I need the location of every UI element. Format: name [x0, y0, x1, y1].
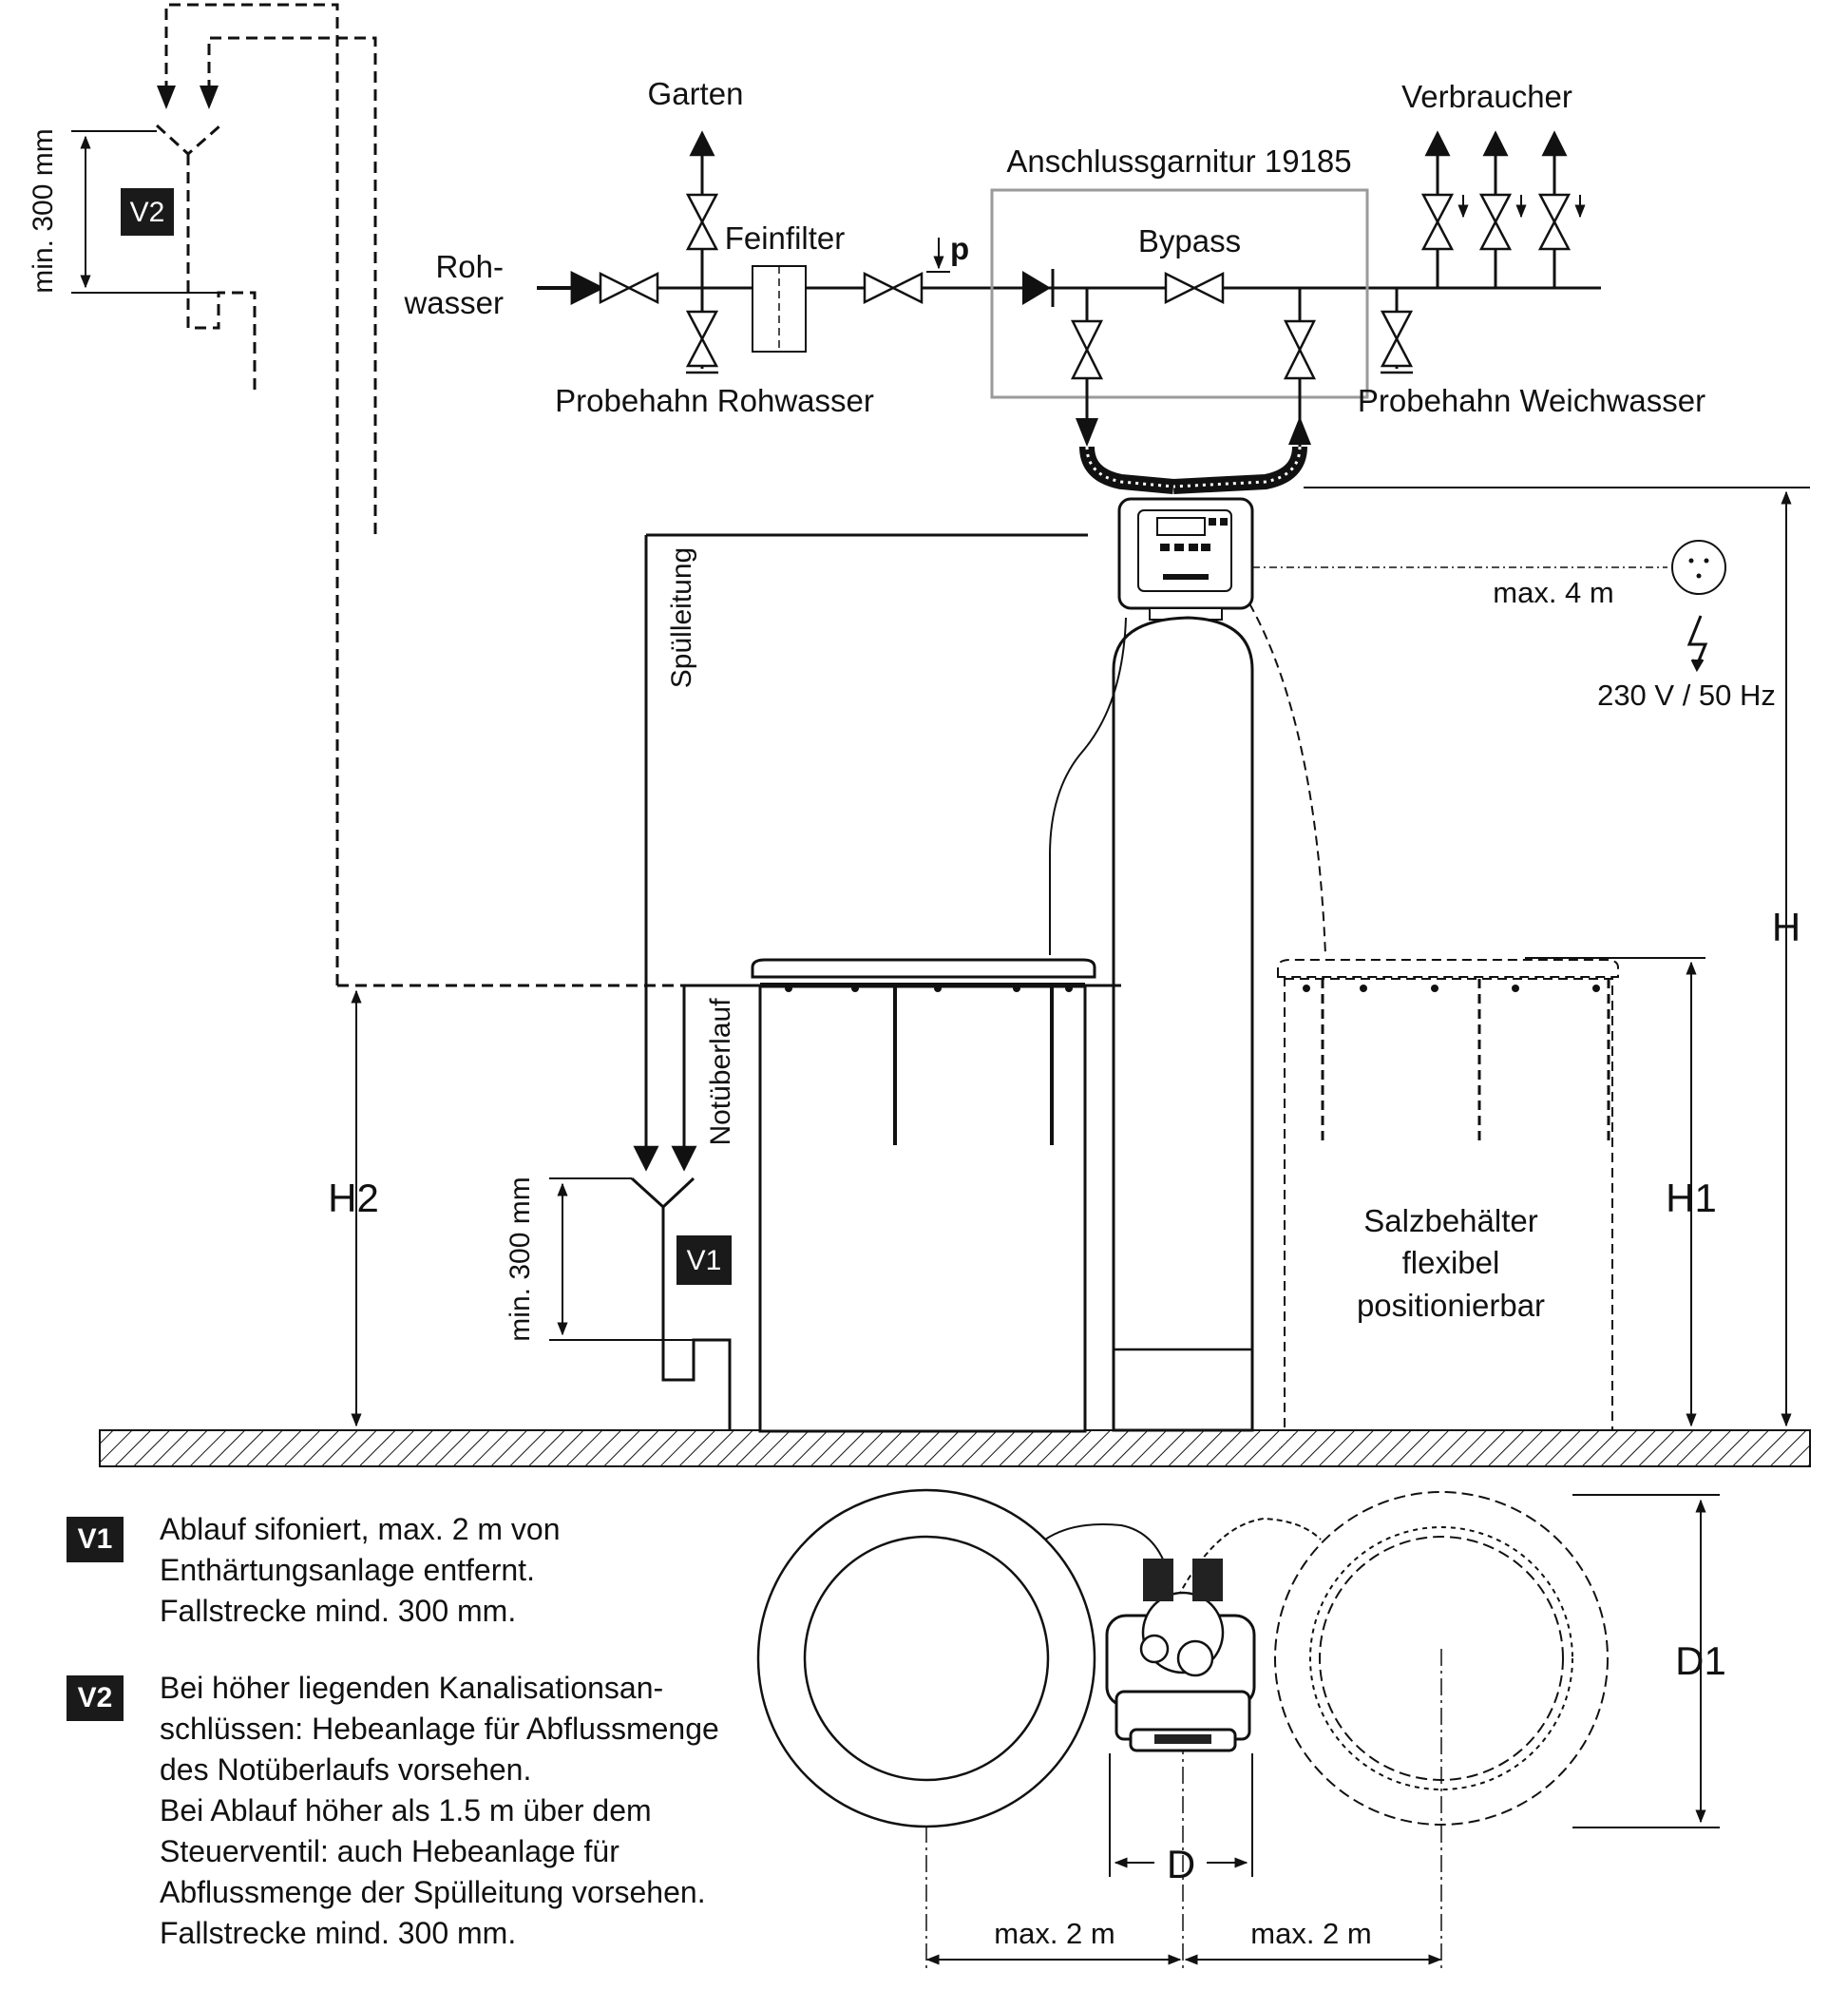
legend-line: Abflussmenge der Spülleitung vorsehen.: [160, 1875, 706, 1909]
label-min300-v2: min. 300 mm: [28, 128, 59, 293]
label-raw-water-2: wasser: [403, 285, 504, 320]
legend-text-v1: Ablauf sifoniert, max. 2 m von Enthärtun…: [160, 1509, 561, 1632]
legend-line: Ablauf sifoniert, max. 2 m von: [160, 1512, 561, 1546]
bypass-valve: [1164, 271, 1225, 305]
legend-line: Fallstrecke mind. 300 mm.: [160, 1916, 517, 1950]
brine-line: [1049, 617, 1127, 955]
label-salt-2: flexibel: [1402, 1245, 1500, 1280]
badge-v2-diagram: V2: [121, 188, 174, 236]
legend-v2: V2 Bei höher liegenden Kanalisationsan- …: [67, 1668, 732, 1954]
label-salt-3: positionierbar: [1357, 1288, 1545, 1323]
legend-line: Steuerventil: auch Hebeanlage für: [160, 1834, 619, 1868]
consumer-valves: [1420, 130, 1586, 288]
svg-text:V1: V1: [687, 1245, 722, 1276]
overflow-line: [671, 984, 1121, 1172]
salt-container-flexible: [1248, 603, 1619, 1431]
label-max-4m: max. 4 m: [1493, 576, 1613, 609]
label-connection-set: Anschlussgarnitur 19185: [1006, 144, 1351, 179]
inlet-valve: [599, 271, 659, 305]
label-fine-filter: Feinfilter: [725, 220, 846, 256]
label-raw-sample: Probehahn Rohwasser: [555, 383, 874, 418]
label-garten: Garten: [648, 76, 744, 111]
label-overflow: Notüberlauf: [705, 998, 736, 1146]
label-min300-v1: min. 300 mm: [505, 1177, 536, 1341]
top-view-salt-container: [1177, 1491, 1609, 1826]
legend-text-v2: Bei höher liegenden Kanalisationsan- sch…: [160, 1668, 719, 1954]
legend-line: Bei höher liegenden Kanalisationsan-: [160, 1671, 664, 1705]
label-verbraucher: Verbraucher: [1401, 79, 1572, 114]
check-valve: [1022, 269, 1055, 307]
softener-inlet-line: [1070, 288, 1104, 447]
top-view-control-head: [1105, 1559, 1256, 1752]
badge-v1-diagram: V1: [676, 1235, 732, 1285]
label-max-2m-left: max. 2 m: [994, 1917, 1115, 1950]
label-H1: H1: [1666, 1176, 1717, 1220]
legend-badge-v1: V1: [67, 1517, 124, 1562]
label-D: D: [1167, 1842, 1195, 1886]
flex-hoses: [1079, 446, 1307, 494]
lightning-icon: [1686, 615, 1708, 673]
power-socket: [1671, 540, 1726, 595]
pressure-valve: [863, 271, 924, 305]
legend-line: schlüssen: Hebeanlage für Abflussmenge: [160, 1712, 719, 1746]
legend-badge-v2: V2: [67, 1675, 124, 1721]
drain-v1: [630, 1177, 732, 1430]
legend-line: Fallstrecke mind. 300 mm.: [160, 1594, 517, 1628]
brine-tank: [751, 958, 1096, 1433]
diagram-labels: Garten Verbraucher Anschlussgarnitur 191…: [28, 76, 1800, 1950]
label-soft-sample: Probehahn Weichwasser: [1358, 383, 1705, 418]
drain-v2-arrows: [157, 86, 219, 109]
label-raw-water-1: Roh-: [435, 249, 504, 284]
pressure-marker: [926, 238, 950, 273]
drain-v2-dashed: [155, 3, 377, 985]
floor: [99, 1429, 1811, 1467]
control-valve-head: [1117, 497, 1254, 621]
label-rinse-line: Spülleitung: [666, 547, 697, 688]
fine-filter: [752, 265, 807, 353]
legend-v1: V1 Ablauf sifoniert, max. 2 m von Enthär…: [67, 1509, 732, 1632]
label-H: H: [1772, 905, 1800, 949]
svg-text:V2: V2: [130, 197, 165, 228]
connection-set-box: [990, 188, 1369, 399]
garden-valve: [685, 193, 719, 251]
label-bypass: Bypass: [1138, 223, 1241, 258]
legend: V1 Ablauf sifoniert, max. 2 m von Enthär…: [67, 1509, 732, 1990]
raw-sample-tap: [685, 288, 719, 374]
soft-sample-tap: [1380, 288, 1414, 374]
dimension-lines: [71, 130, 1810, 1965]
rinse-line: [633, 533, 1088, 1172]
legend-line: Bei Ablauf höher als 1.5 m über dem: [160, 1793, 652, 1827]
label-D1: D1: [1675, 1638, 1726, 1683]
softener-outlet-line: [1283, 288, 1317, 447]
label-salt-1: Salzbehälter: [1363, 1203, 1537, 1238]
label-H2: H2: [328, 1176, 379, 1220]
label-max-2m-right: max. 2 m: [1250, 1917, 1371, 1950]
legend-line: Enthärtungsanlage entfernt.: [160, 1553, 535, 1587]
salt-container-dots: [1303, 985, 1600, 992]
top-view-brine-tank: [756, 1488, 1096, 1828]
resin-tank: [1112, 616, 1254, 1432]
label-pressure: p: [950, 231, 969, 266]
label-voltage: 230 V / 50 Hz: [1597, 679, 1776, 712]
legend-line: des Notüberlaufs vorsehen.: [160, 1752, 532, 1787]
